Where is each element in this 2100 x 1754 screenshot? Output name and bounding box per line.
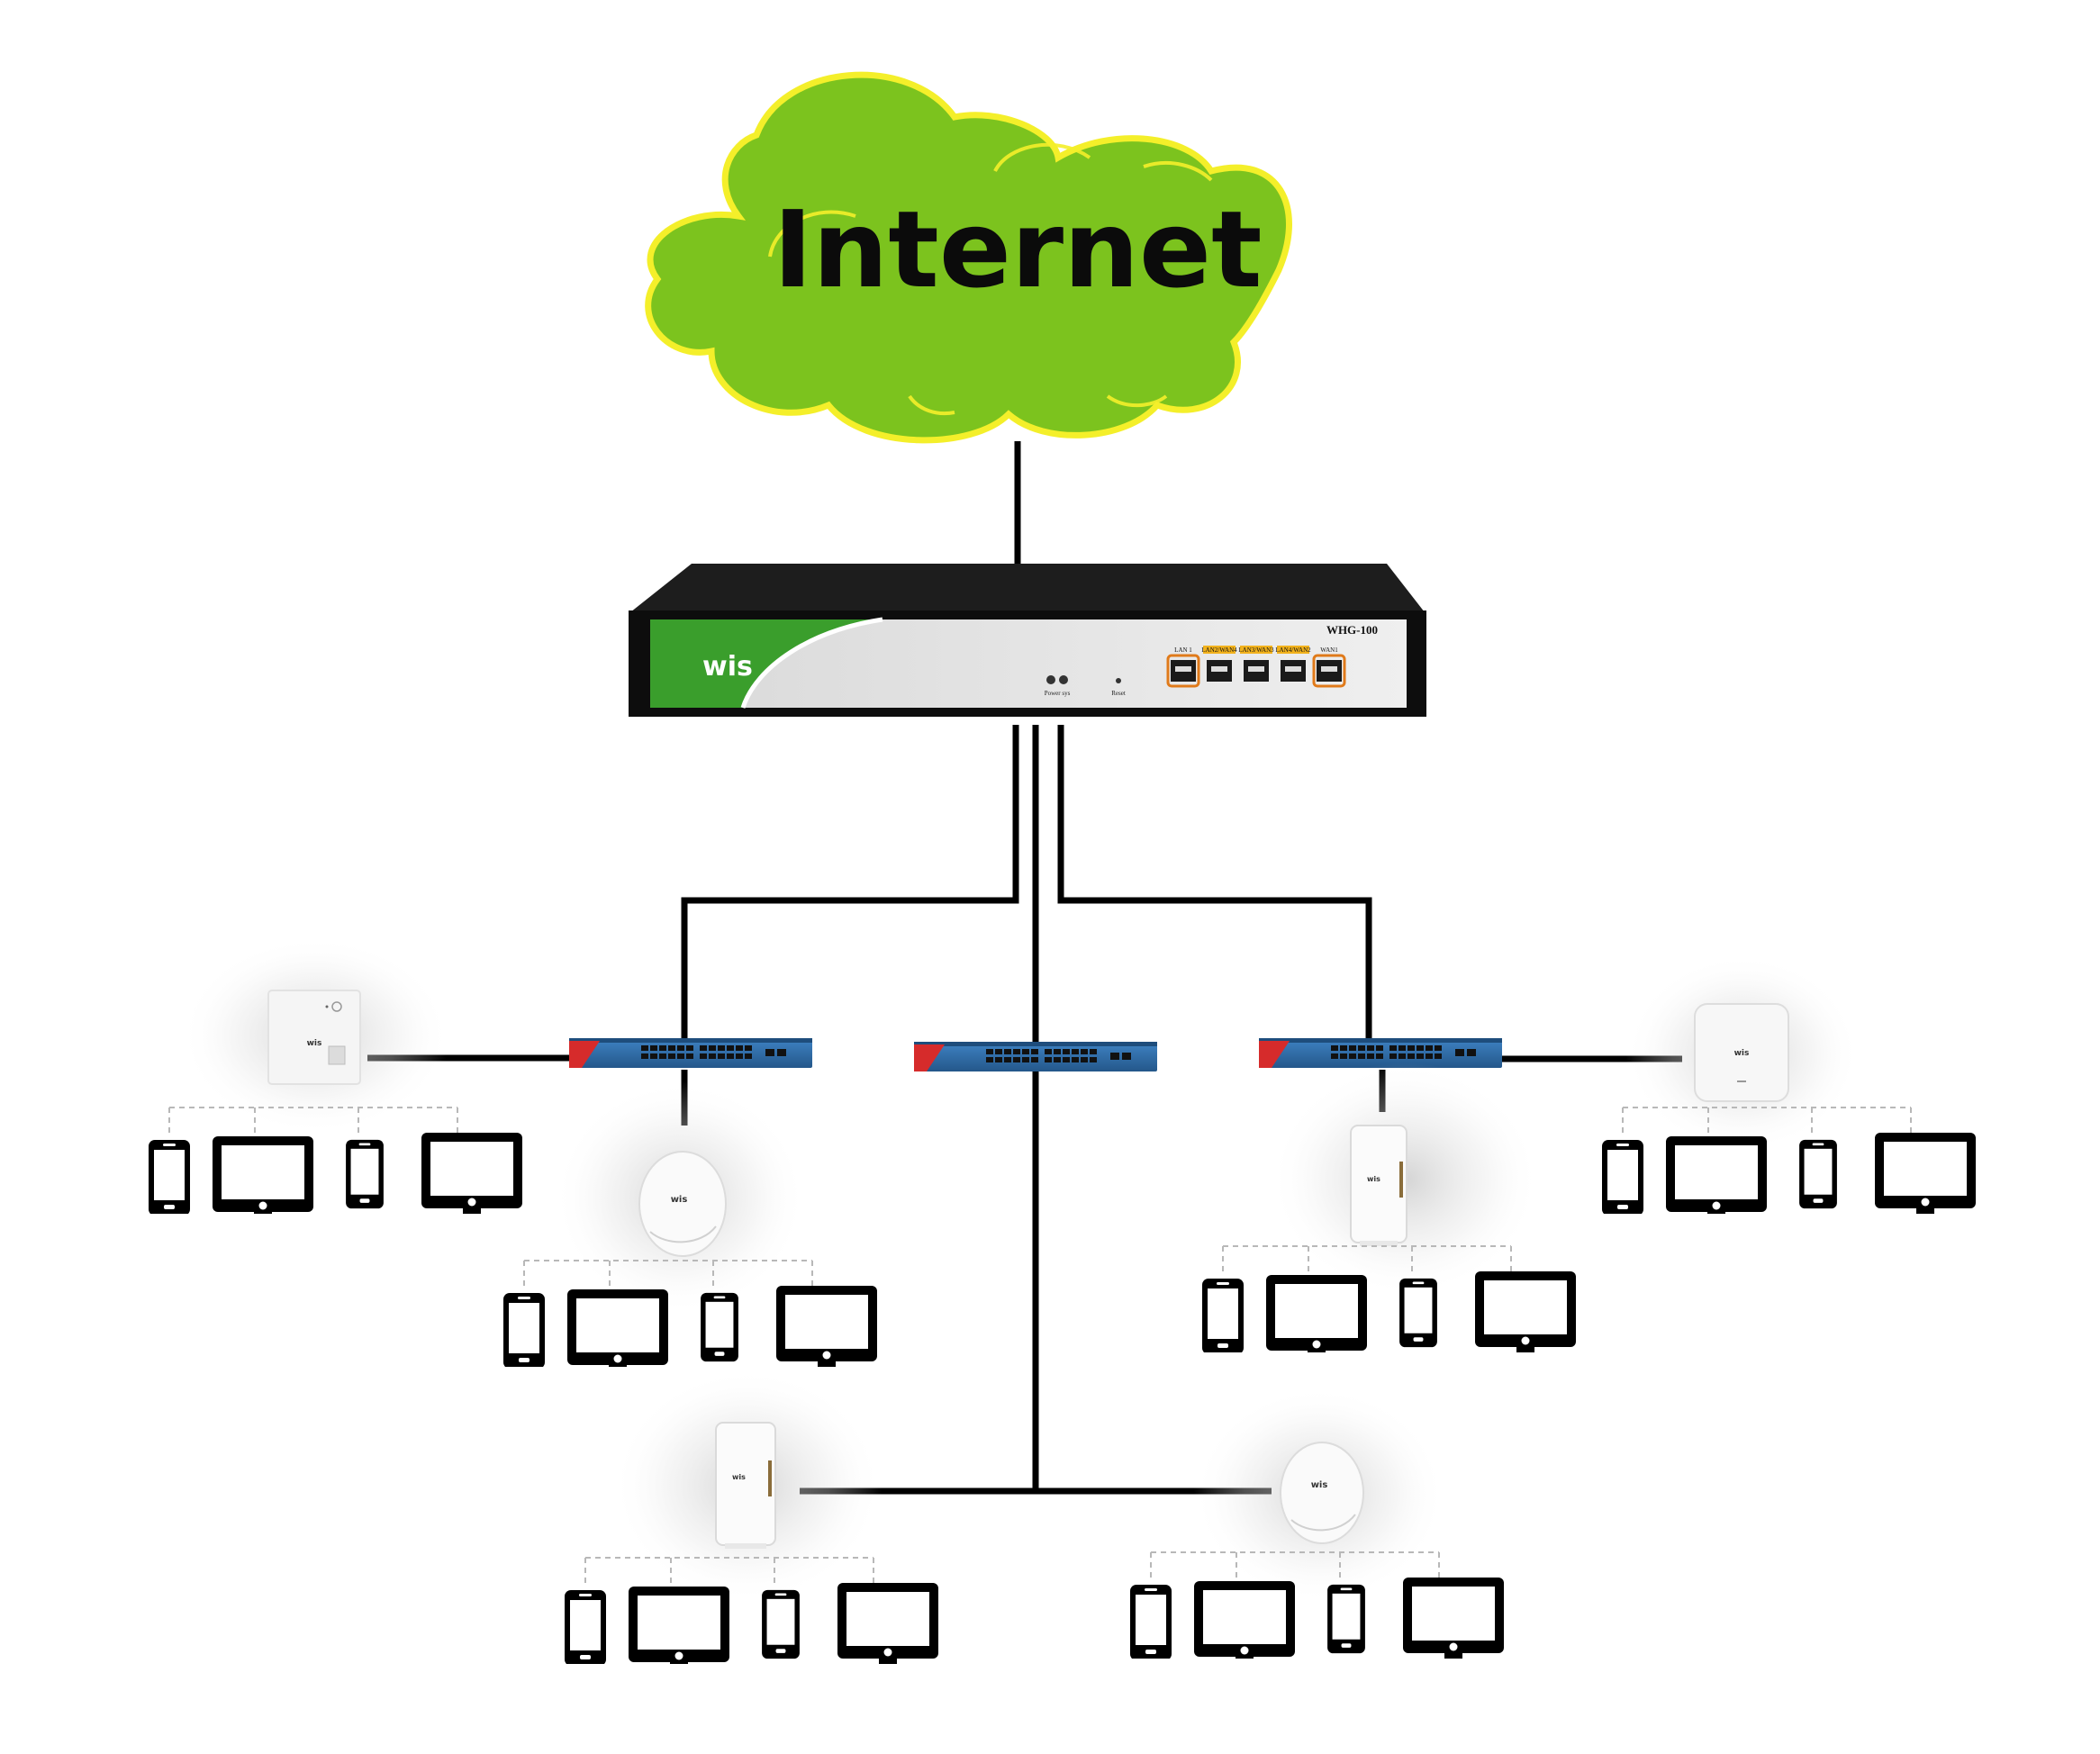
reset-hole-icon [1116,678,1121,683]
port-label-lan3: LAN3/WAN3 [1238,646,1274,654]
wall-ap-brand: wis [1734,1049,1750,1058]
cloud-label: Internet [774,187,1263,312]
port-label-lan1: LAN 1 [1174,646,1192,654]
indicator-power-label: Power sys [1045,690,1071,697]
ceiling-access-point-bottom: wis [1193,1387,1445,1603]
ceiling-access-point-left: wis [554,1080,806,1315]
switch-center [914,1042,1157,1071]
outdoor-access-point-right: wis [1270,1062,1540,1297]
gateway-model: WHG-100 [1326,623,1378,637]
gateway-router: wis WHG-100 Power sys Reset LAN 1 LA [629,564,1426,717]
outdoor-ap-right-brand: wis [1367,1175,1380,1183]
outdoor-access-point-bottom: wis [612,1369,883,1603]
ceiling-ap-left-brand: wis [671,1195,688,1205]
gateway-brand: wis [702,651,753,683]
port-label-wan1: WAN1 [1320,646,1338,654]
ceiling-ap-bottom-brand: wis [1311,1480,1328,1490]
port-label-lan2: LAN2/WAN4 [1201,646,1237,654]
indicator-reset-label: Reset [1111,690,1126,697]
gateway-ports: LAN 1 LAN2/WAN4 LAN3/WAN3 LAN4/WAN2 WAN1 [1166,646,1346,688]
power-led-icon [1046,675,1055,684]
panel-ap-button-icon [331,1001,342,1012]
sys-led-icon [1059,675,1068,684]
wall-access-point: wis [1625,954,1860,1153]
port-label-lan4: LAN4/WAN2 [1275,646,1311,654]
switch-left [569,1038,812,1068]
panel-access-point: wis [180,936,450,1135]
connection-lines [367,441,1682,1495]
switch-right [1259,1038,1502,1068]
panel-ap-brand: wis [307,1039,322,1048]
internet-cloud: Internet [645,71,1292,444]
link-right-switch [1057,725,1372,1044]
outdoor-ap-bottom-brand: wis [732,1473,746,1481]
link-left-switch [681,725,1019,1047]
